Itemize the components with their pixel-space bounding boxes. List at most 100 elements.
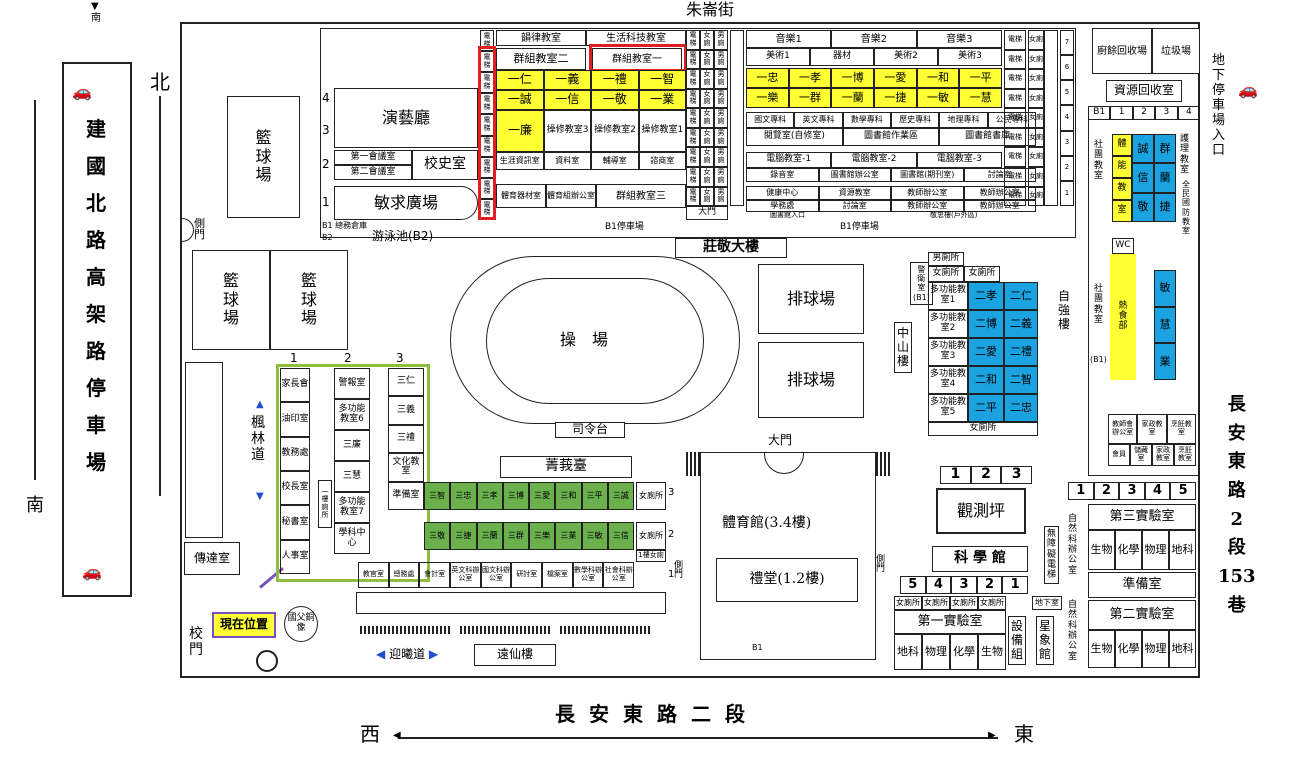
record-row: 錄音室 圖書館辦公室 圖書館(期刊室) 討論室 — [746, 168, 1036, 182]
ziqiang-0: 自 — [1058, 289, 1071, 303]
zq-teacher-row: 教師會辦公室家政教室烹飪教室 — [1108, 414, 1196, 444]
estair2-cell-8: 女廁 — [1028, 186, 1044, 207]
wb-num-2: 2 — [344, 351, 352, 365]
zqcol1-2: 教 — [1112, 178, 1132, 200]
zhuangjing-label: 莊敬大樓 — [675, 238, 787, 258]
zqnums-1: 1 — [1110, 106, 1133, 120]
floornums-3: 4 — [1060, 105, 1074, 131]
stair1-cell-7: 電梯 — [686, 166, 700, 187]
compass-north: 北 — [150, 70, 170, 94]
defense-5: 室 — [1182, 225, 1190, 235]
stair2-cell-0: 女廁 — [700, 30, 714, 50]
erow4-1: 一群 — [788, 88, 832, 108]
wbrow1-7: 數學科辦公室 — [572, 562, 604, 588]
library-row: 閱覽室(自修室)圖書館作業區圖書館書庫 — [746, 128, 1037, 146]
zqteacher-0: 教師會辦公室 — [1108, 414, 1138, 444]
gym-frame — [700, 452, 876, 660]
nat2-4: 公 — [1068, 641, 1078, 652]
wbrow2-7: 三信 — [607, 522, 634, 550]
sg3-0: 側 — [876, 555, 886, 565]
bb1-2: 場 — [255, 165, 272, 185]
row2-3: 諮商室 — [638, 152, 686, 170]
ziqiang-1: 強 — [1058, 302, 1071, 317]
lab2cells-3: 地科 — [1169, 630, 1196, 668]
elevator-highlight — [478, 46, 496, 220]
maple-0: 楓 — [251, 415, 265, 431]
zqnums-4: 4 — [1177, 106, 1201, 120]
estair2-cell-5: 女廁 — [1028, 127, 1044, 148]
lab2: 第二實驗室 — [1088, 600, 1196, 630]
bb2-2: 場 — [222, 308, 239, 328]
history-room: 校史室 — [412, 150, 478, 180]
zq-mid-classes: 敏慧業 — [1154, 270, 1176, 381]
zsright-3: 二智 — [1004, 366, 1038, 394]
zqmid-1: 慧 — [1154, 306, 1176, 344]
star-hall: 星象館 — [1036, 616, 1055, 666]
lab3-cells: 生物化學物理地科 — [1088, 530, 1196, 570]
wbrow1-5: 研討室 — [511, 562, 543, 588]
recycle-room: 資源回收室 — [1106, 80, 1182, 102]
ziqiang-2: 樓 — [1058, 316, 1071, 331]
zqoffice-2: 家政教室 — [1152, 444, 1174, 466]
club1-3: 室 — [1094, 171, 1104, 182]
wbcol3-1: 三義 — [388, 396, 424, 425]
zs-toilet-female-2: 女廁所 — [964, 266, 1000, 282]
maple-road: 楓林道 — [251, 415, 265, 463]
estair2-cell-0: 女廁 — [1028, 30, 1044, 50]
equip-group: 設備組 — [1008, 616, 1027, 666]
volleyball-court-1: 排球場 — [758, 264, 864, 334]
lab1cells-1: 物理 — [922, 634, 950, 670]
left-street-box — [62, 62, 132, 597]
storage-b1: B1 總務倉庫 — [322, 221, 368, 230]
barrier-1: 障 — [1047, 539, 1057, 550]
subjrow-2: 數學專科 — [842, 112, 891, 128]
estair1-cell-1: 電梯 — [1004, 49, 1026, 70]
zqoffice-0: 會員 — [1108, 444, 1130, 466]
defense-3: 防 — [1182, 207, 1190, 217]
zq-col-1: 體能教室 — [1112, 134, 1132, 222]
lab1cells-3: 生物 — [978, 634, 1006, 670]
rightStreet-7: 巷 — [1227, 594, 1246, 616]
studrow-2: 教師辦公室 — [891, 200, 964, 212]
zsleft-2: 二愛 — [968, 338, 1004, 366]
stair-column-2: 女廁女廁女廁女廁女廁女廁女廁女廁女廁 — [700, 30, 714, 207]
minqiu-plaza: 敏求廣場 — [334, 186, 478, 220]
healthrow-1: 資源教室 — [818, 186, 891, 200]
subjects-row: 國文專科英文專科數學專科歷史專科地理專科公民專科 — [746, 112, 1036, 128]
row2-1: 資料室 — [543, 152, 591, 170]
wbrow1-3: 英文科辦公室 — [450, 562, 481, 588]
lab3: 第三實驗室 — [1088, 504, 1196, 530]
club2-1: 團 — [1094, 294, 1104, 305]
statue: 國父銅像 — [284, 606, 318, 642]
row3-0: 操修教室3 — [544, 110, 592, 152]
stair3-cell-4: 男廁 — [714, 108, 728, 128]
zqnums-2: 2 — [1132, 106, 1156, 120]
prep-room: 準備室 — [1088, 572, 1196, 598]
wbrow2-1: 三捷 — [450, 522, 477, 550]
estair1-cell-3: 電梯 — [1004, 88, 1026, 109]
bb2-0: 籃 — [222, 271, 239, 291]
estair1-cell-6: 電梯 — [1004, 147, 1026, 167]
nat1-1: 然 — [1068, 524, 1078, 535]
row-2-rooms: 生涯資訊室資料室輔導室諮商室 — [496, 152, 686, 170]
zs-left-classes: 二孝二博二愛二和二平 — [968, 282, 1004, 422]
wb-floor-3: 3 — [668, 487, 675, 498]
wbrow1-6: 檔案室 — [542, 562, 573, 588]
wbcol3-4: 準備室 — [388, 481, 424, 511]
obsnums-1: 2 — [970, 466, 1002, 484]
estair1-cell-5: 電梯 — [1004, 127, 1026, 148]
wbrow3-0: 三智 — [424, 482, 451, 510]
lab1cells-0: 地科 — [894, 634, 922, 670]
stair1-cell-8: 電梯 — [686, 186, 700, 207]
zq-wc: WC — [1112, 238, 1134, 254]
compass-south: 南 — [26, 495, 44, 516]
care-2: 教 — [1180, 154, 1190, 165]
current-location-marker[interactable]: 現在位置 — [212, 612, 276, 638]
side-gate-2: 側門 — [674, 562, 683, 580]
wbcol1-1: 油印室 — [280, 402, 310, 437]
